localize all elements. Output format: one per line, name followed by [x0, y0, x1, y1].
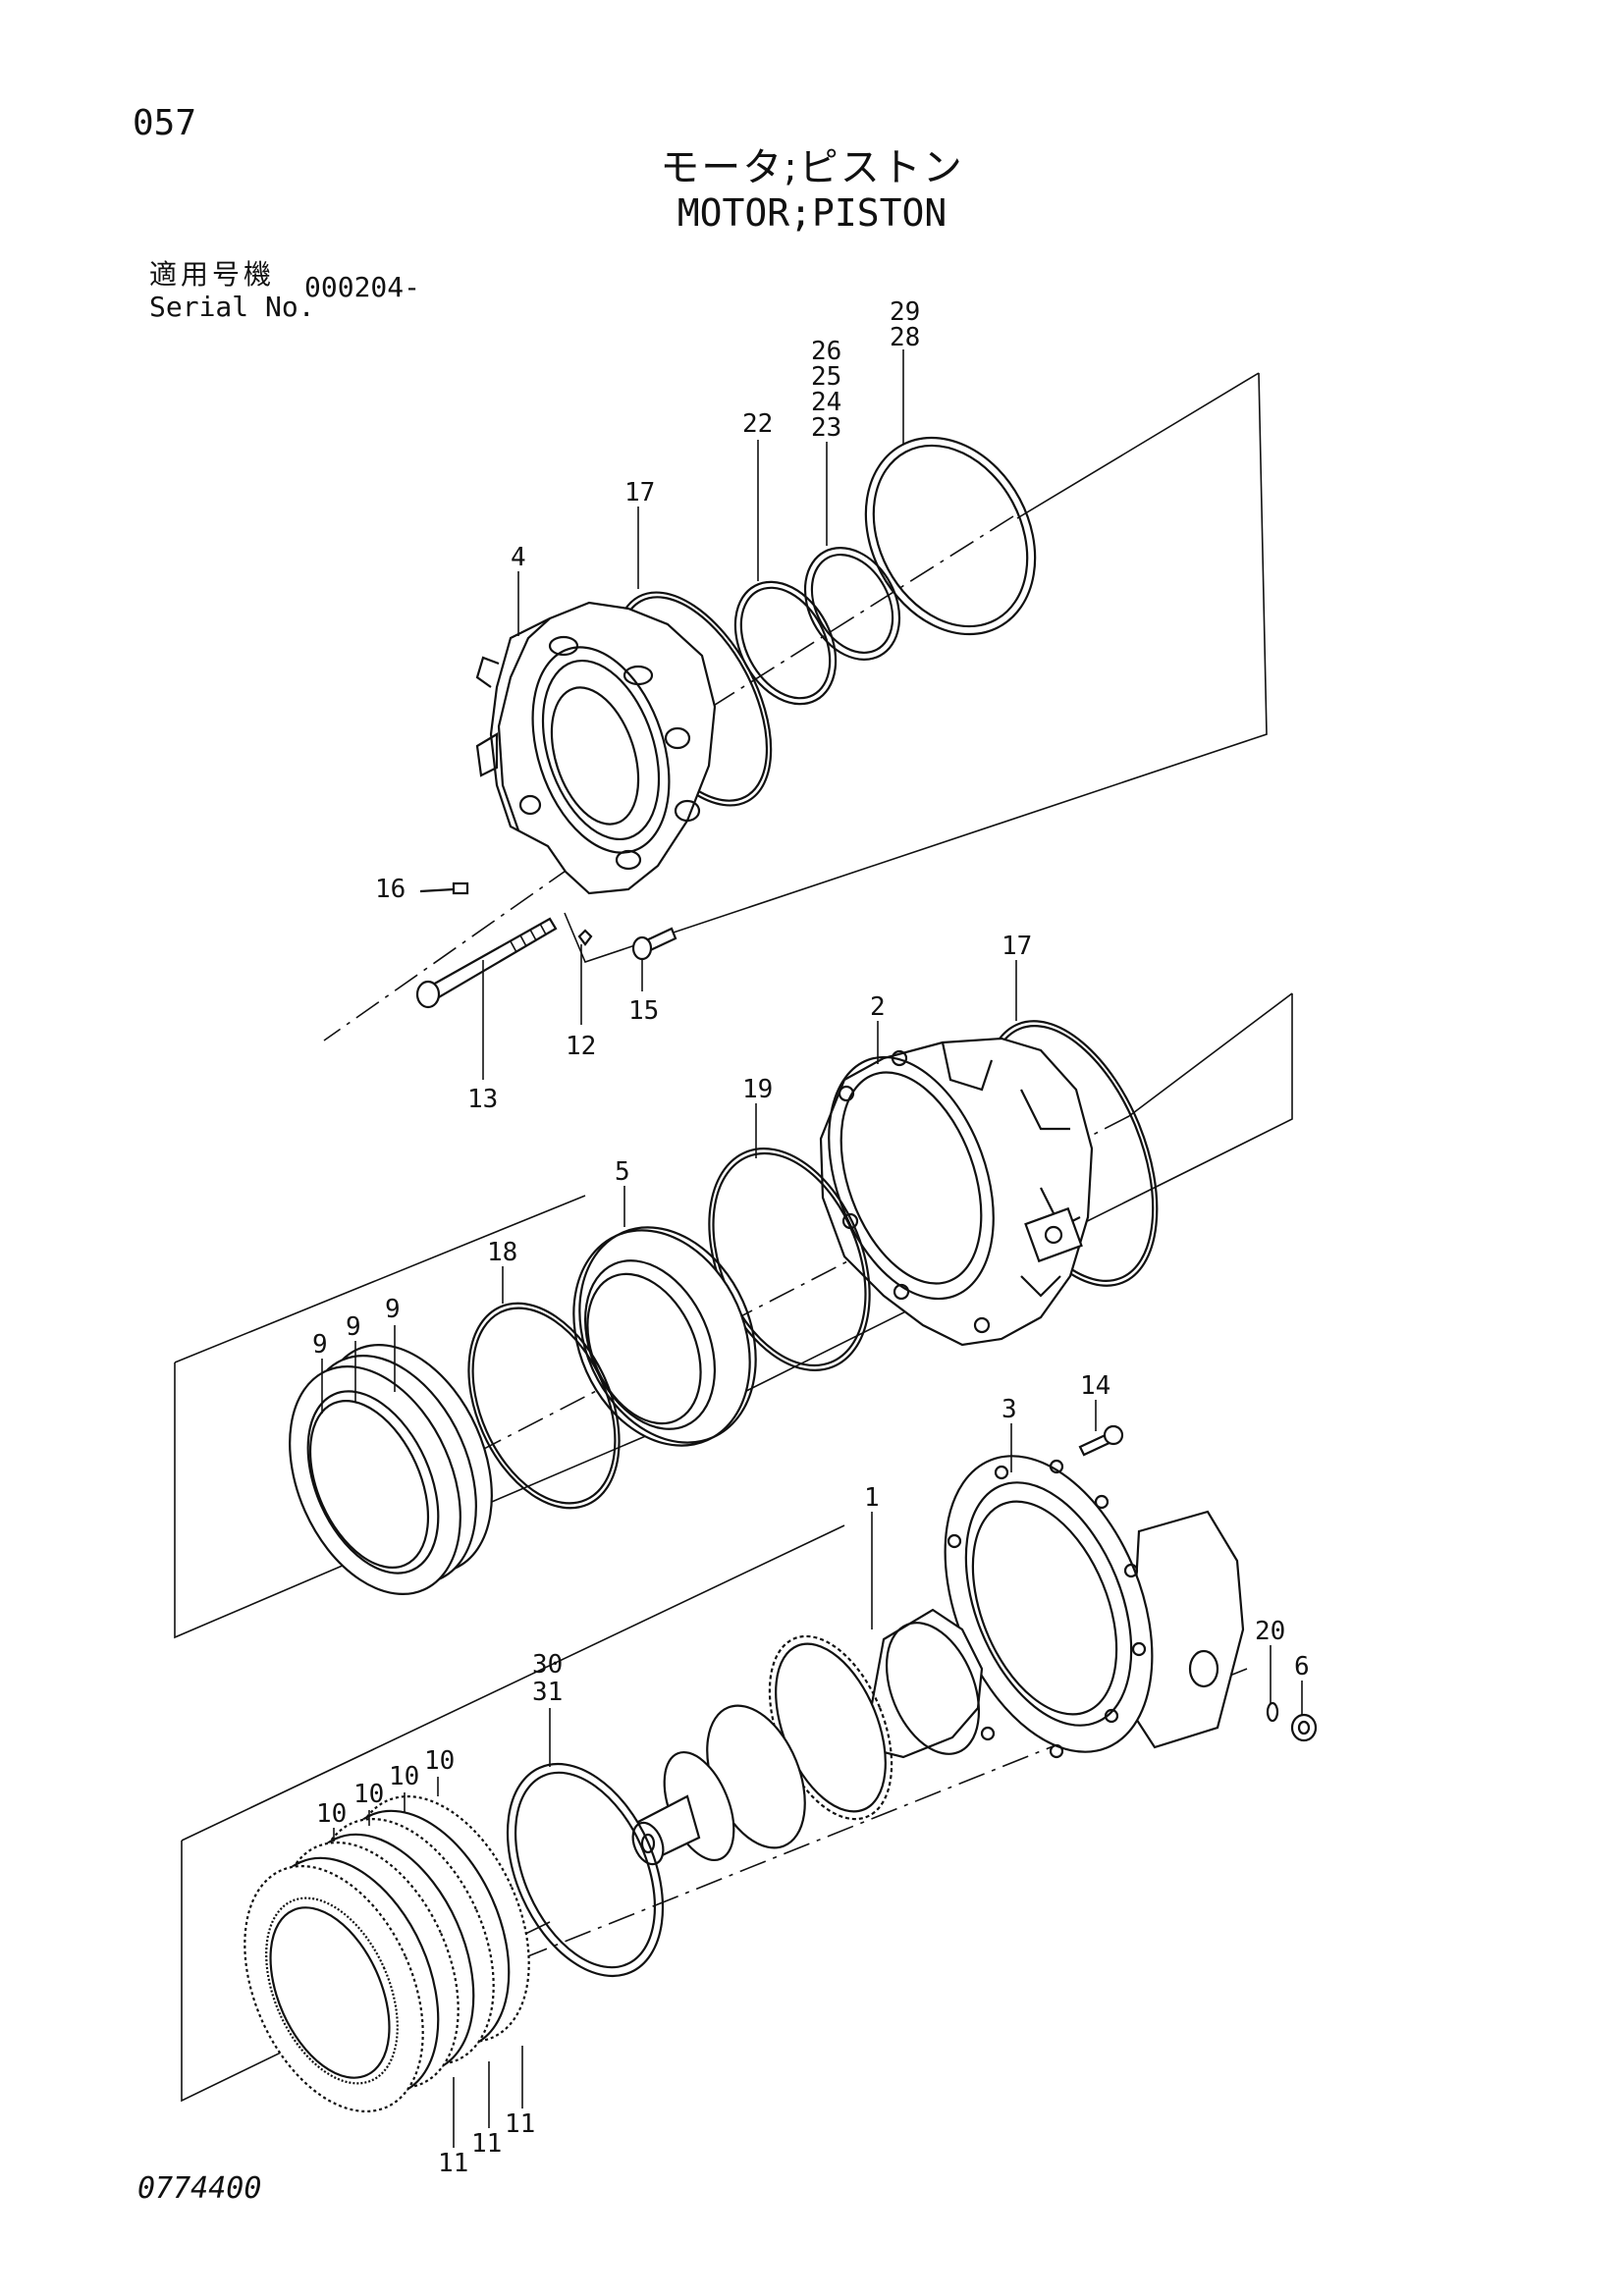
part-3-cover-flange	[944, 1455, 1245, 1759]
callout-6: 6	[1294, 1652, 1310, 1682]
callout-4: 4	[511, 543, 526, 572]
part-16-plug	[419, 881, 469, 895]
callout-1: 1	[864, 1483, 880, 1513]
part-28-29-seal-ring	[864, 436, 1037, 636]
callout-19: 19	[742, 1075, 773, 1104]
callout-29: 29	[890, 297, 920, 327]
group-frame-upper	[564, 372, 1268, 963]
callout-16: 16	[375, 875, 406, 904]
callout-18: 18	[487, 1238, 517, 1267]
callout-23: 23	[811, 413, 841, 443]
callout-9-c: 9	[312, 1330, 328, 1360]
part-10-11-plate-stack	[244, 1794, 530, 2113]
part-12-pin	[577, 929, 593, 946]
callout-20: 20	[1255, 1617, 1285, 1646]
callout-25: 25	[811, 362, 841, 392]
callout-5: 5	[615, 1157, 630, 1187]
callout-13: 13	[467, 1085, 498, 1114]
part-18-o-ring	[467, 1302, 621, 1510]
part-30-31-ring	[506, 1762, 665, 1978]
callout-14: 14	[1080, 1371, 1110, 1401]
serial-label-english: Serial No.	[149, 291, 315, 323]
callout-10-b: 10	[389, 1762, 419, 1791]
callout-labels: 29 28 26 25 24 23 22 17 4 16 13 12 15 2 …	[312, 297, 1310, 2178]
part-15-bolt	[631, 927, 677, 961]
serial-value: 000204-	[304, 271, 421, 303]
callout-30: 30	[532, 1650, 563, 1680]
part-14-bolt	[1078, 1424, 1124, 1457]
callout-17-middle: 17	[1001, 932, 1032, 961]
callout-10-c: 10	[353, 1780, 384, 1809]
part-2-housing	[819, 1037, 1094, 1347]
callout-24: 24	[811, 388, 841, 417]
callout-9-a: 9	[385, 1295, 401, 1324]
callout-15: 15	[628, 996, 659, 1026]
callout-2: 2	[870, 992, 886, 1022]
serial-label-japanese: 適用号機	[149, 258, 276, 291]
callout-11-c: 11	[438, 2149, 468, 2178]
page-number: 057	[133, 103, 197, 143]
title-english: MOTOR;PISTON	[677, 191, 947, 235]
callout-26: 26	[811, 337, 841, 366]
callout-12: 12	[566, 1032, 596, 1061]
part-13-bolt	[415, 917, 558, 1009]
callout-11-a: 11	[505, 2109, 535, 2139]
callout-28: 28	[890, 323, 920, 352]
part-22-ring	[733, 580, 838, 706]
callout-9-b: 9	[346, 1312, 361, 1342]
leader-lines	[321, 349, 1303, 2148]
callout-11-b: 11	[471, 2129, 502, 2159]
callout-3: 3	[1001, 1395, 1017, 1424]
callout-22: 22	[742, 409, 773, 439]
callout-10-a: 10	[424, 1746, 455, 1776]
part-9-rings	[289, 1344, 493, 1595]
drawing-number: 0774400	[137, 2171, 262, 2206]
callout-31: 31	[532, 1678, 563, 1707]
part-20-washer	[1266, 1701, 1279, 1723]
part-23-26-ring	[803, 547, 901, 661]
part-4-motor-cover	[475, 601, 717, 895]
part-1-rotary-group	[631, 1608, 984, 1866]
part-6-plug	[1290, 1713, 1318, 1742]
callout-17-upper: 17	[624, 478, 655, 507]
title-japanese: モータ;ピストン	[660, 145, 964, 190]
callout-10-d: 10	[316, 1799, 347, 1829]
